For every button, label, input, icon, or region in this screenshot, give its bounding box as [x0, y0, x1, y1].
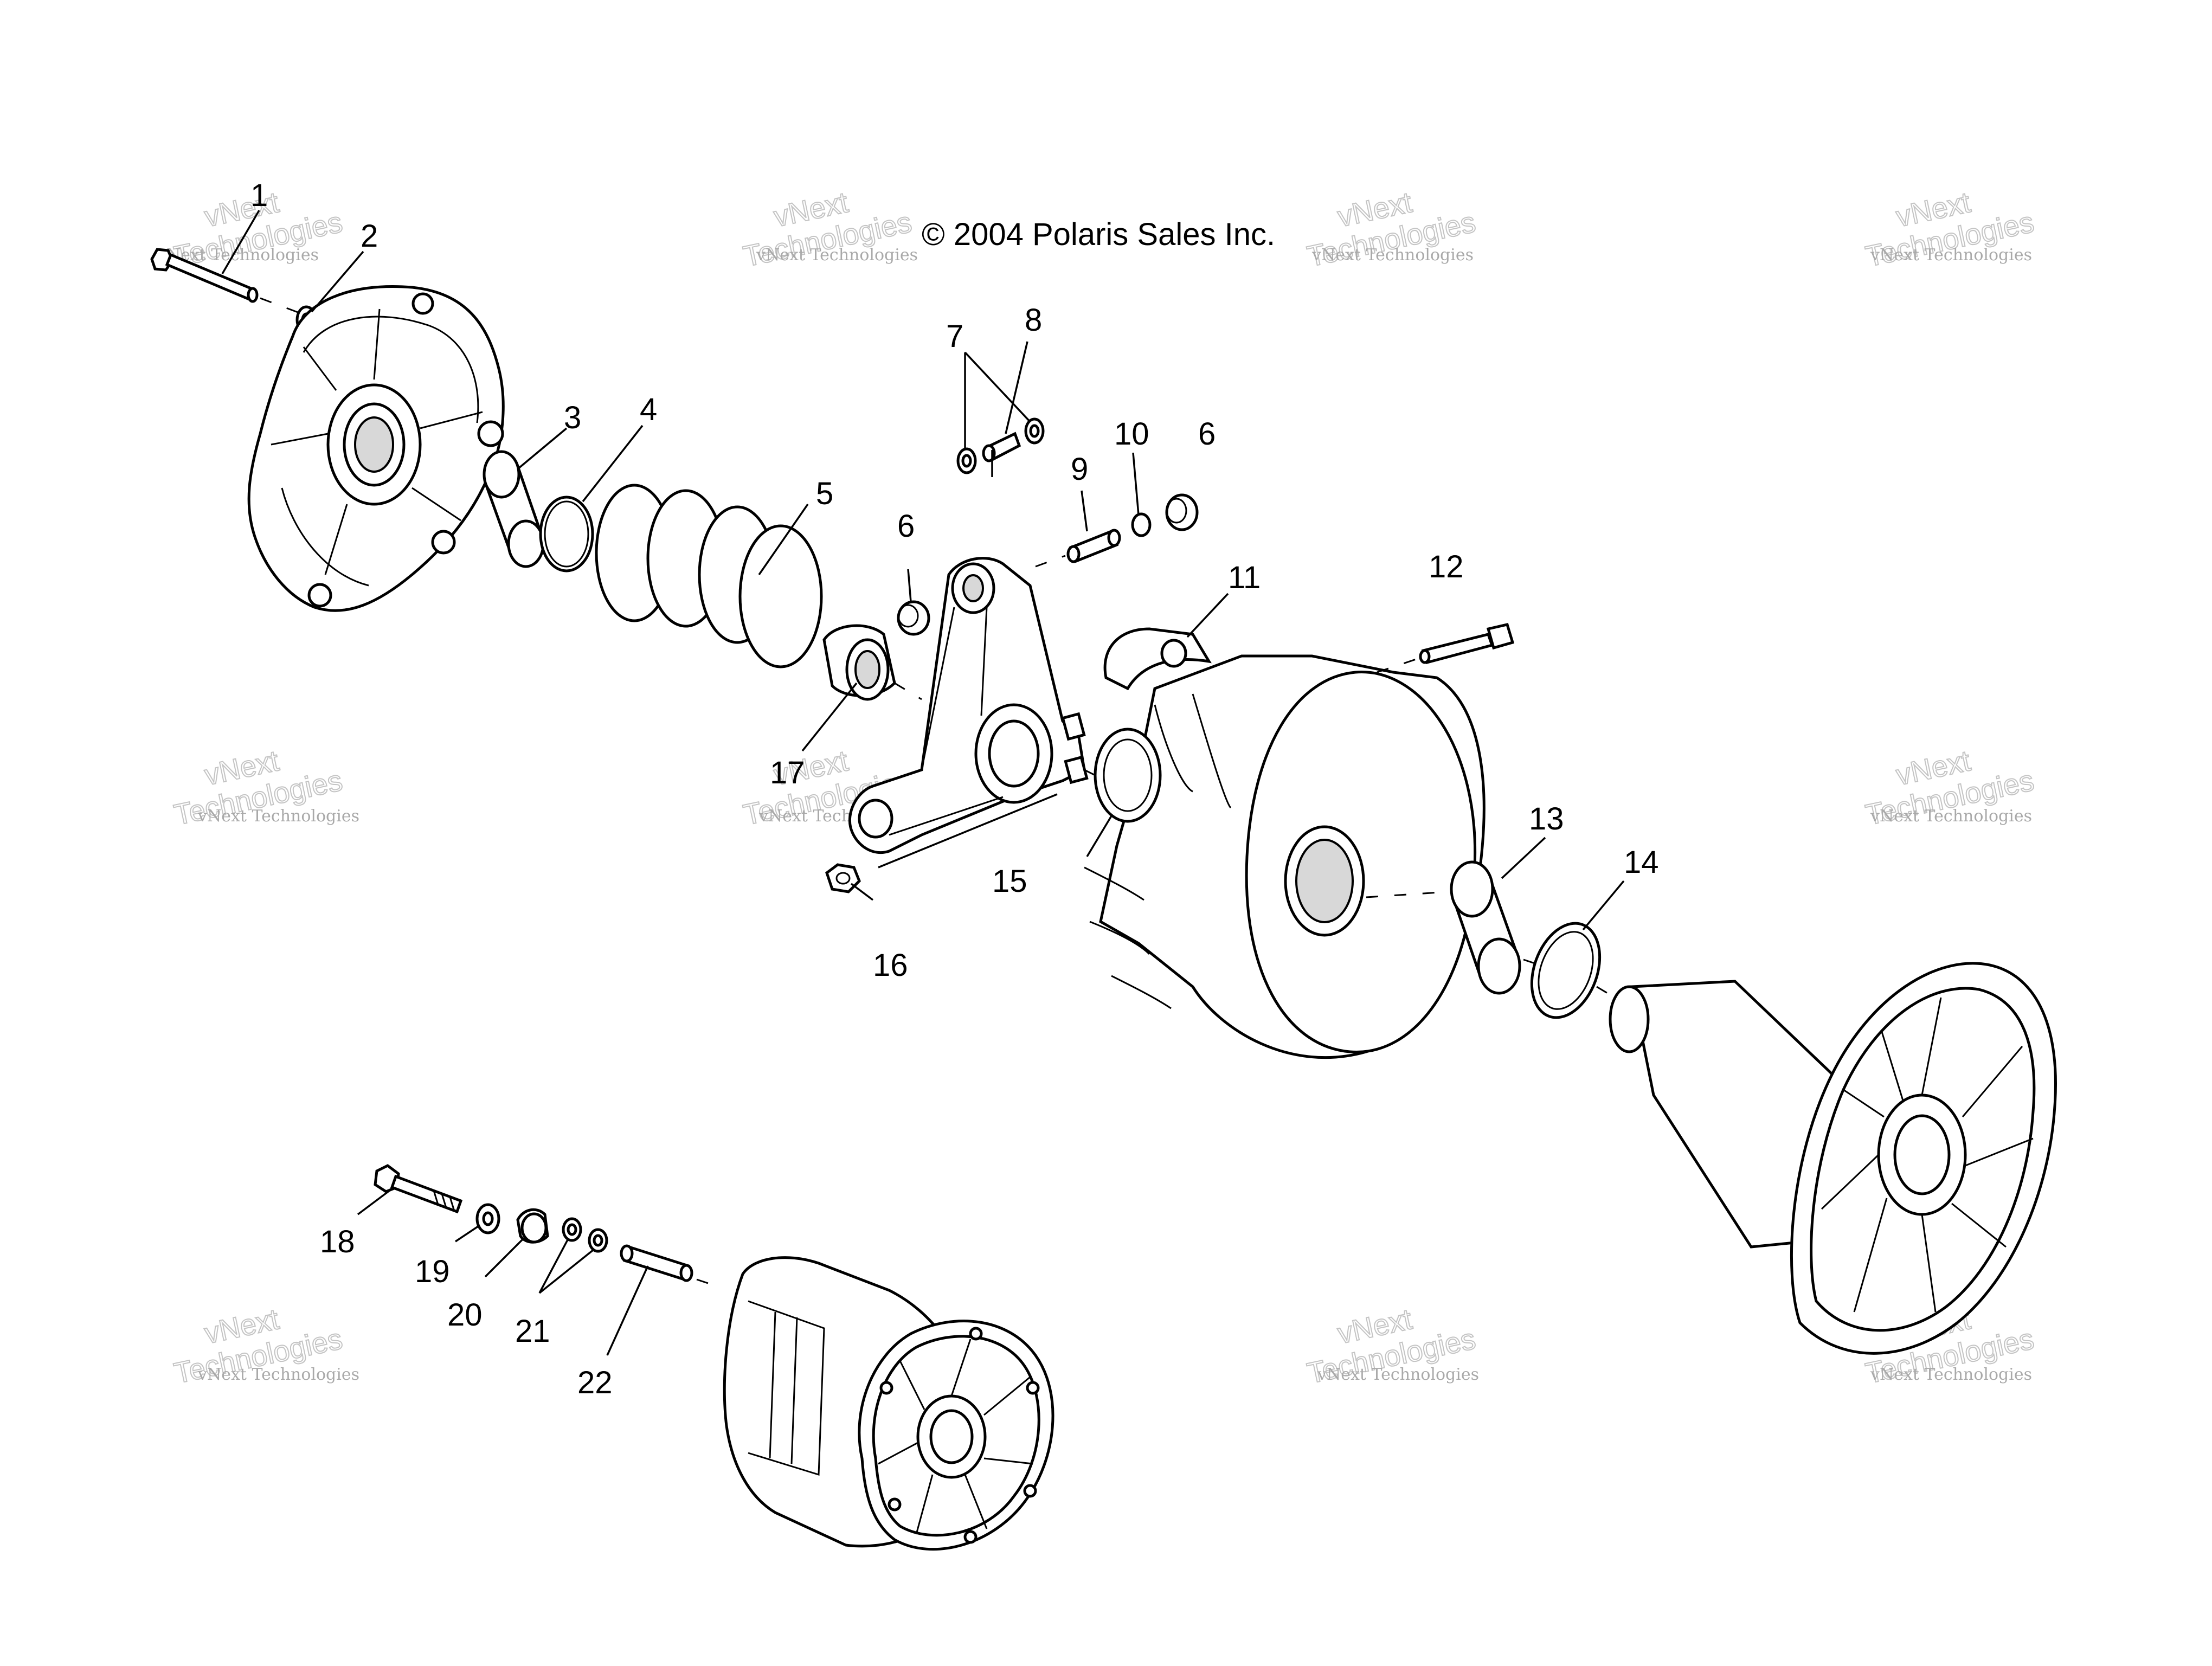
part-12-bolt — [1419, 623, 1515, 665]
watermark-text: vNext Technologies — [756, 246, 918, 265]
copyright-text: © 2004 Polaris Sales Inc. — [922, 217, 1275, 252]
callout-15: 15 — [992, 864, 1027, 899]
watermark-text: vNext Technologies — [1870, 807, 2032, 826]
part-9-pin — [1066, 529, 1121, 563]
part-1-bolt — [150, 248, 259, 303]
callout-21: 21 — [515, 1314, 550, 1349]
part-17-button — [822, 624, 896, 701]
callout-10: 10 — [1114, 416, 1149, 452]
part-22-pin — [620, 1244, 693, 1282]
part-19-washer — [475, 1203, 500, 1234]
part-11-weight — [1103, 627, 1212, 691]
part-15-seal — [1094, 728, 1162, 823]
callout-5: 5 — [816, 476, 833, 511]
callout-labels: 1 2 3 4 5 6 7 8 9 10 6 11 12 17 15 16 13… — [250, 178, 1659, 1400]
callout-12: 12 — [1429, 549, 1464, 584]
part-10-washer — [1131, 512, 1152, 537]
callout-8: 8 — [1025, 303, 1042, 338]
watermark-text: vNext Technologies — [197, 1365, 359, 1384]
callout-19: 19 — [415, 1254, 450, 1289]
part-13-bushing — [1450, 860, 1521, 995]
part-7-washer — [956, 417, 1045, 474]
leader-lines — [221, 210, 1625, 1356]
callout-3: 3 — [564, 400, 581, 435]
watermark-text: vNext Technologies — [1870, 1365, 2032, 1384]
fixed-sheave — [1609, 962, 2057, 1355]
watermark-text: vNext Technologies — [1870, 246, 2032, 265]
clutch-cover — [247, 285, 505, 612]
moveable-sheave — [1084, 654, 1486, 1059]
spider-arm — [848, 557, 1089, 854]
callout-7: 7 — [946, 319, 963, 354]
assembled-clutch — [723, 1256, 1054, 1551]
part-8-pin — [982, 432, 1021, 462]
callout-17: 17 — [770, 755, 805, 790]
callout-20: 20 — [447, 1297, 483, 1333]
callout-4: 4 — [640, 392, 657, 427]
part-6-roller — [897, 600, 930, 636]
callout-16: 16 — [873, 948, 908, 983]
callout-6b: 6 — [1198, 416, 1216, 452]
part-21-washers — [562, 1217, 608, 1253]
watermark-text: vNext Technologies — [197, 807, 359, 826]
part-20-roller — [516, 1208, 549, 1244]
watermark-text: vNext Technologies — [1311, 246, 1474, 265]
callout-1: 1 — [250, 178, 268, 213]
callout-9: 9 — [1071, 452, 1088, 487]
part-16-nut — [825, 863, 861, 893]
part-14-ring — [1530, 922, 1602, 1019]
part-4-ring — [539, 496, 594, 573]
callout-6: 6 — [897, 509, 915, 544]
part-6-roller — [1165, 493, 1199, 531]
part-5-spring — [595, 484, 823, 668]
callout-14: 14 — [1624, 845, 1659, 880]
callout-22: 22 — [577, 1365, 613, 1400]
part-3-bushing — [483, 450, 545, 568]
callout-11: 11 — [1228, 560, 1261, 595]
part-18-bolt — [374, 1164, 463, 1214]
callout-13: 13 — [1529, 801, 1564, 837]
callout-18: 18 — [320, 1224, 355, 1259]
callout-2: 2 — [361, 218, 378, 254]
watermark-text: vNext Technologies — [1317, 1365, 1479, 1384]
